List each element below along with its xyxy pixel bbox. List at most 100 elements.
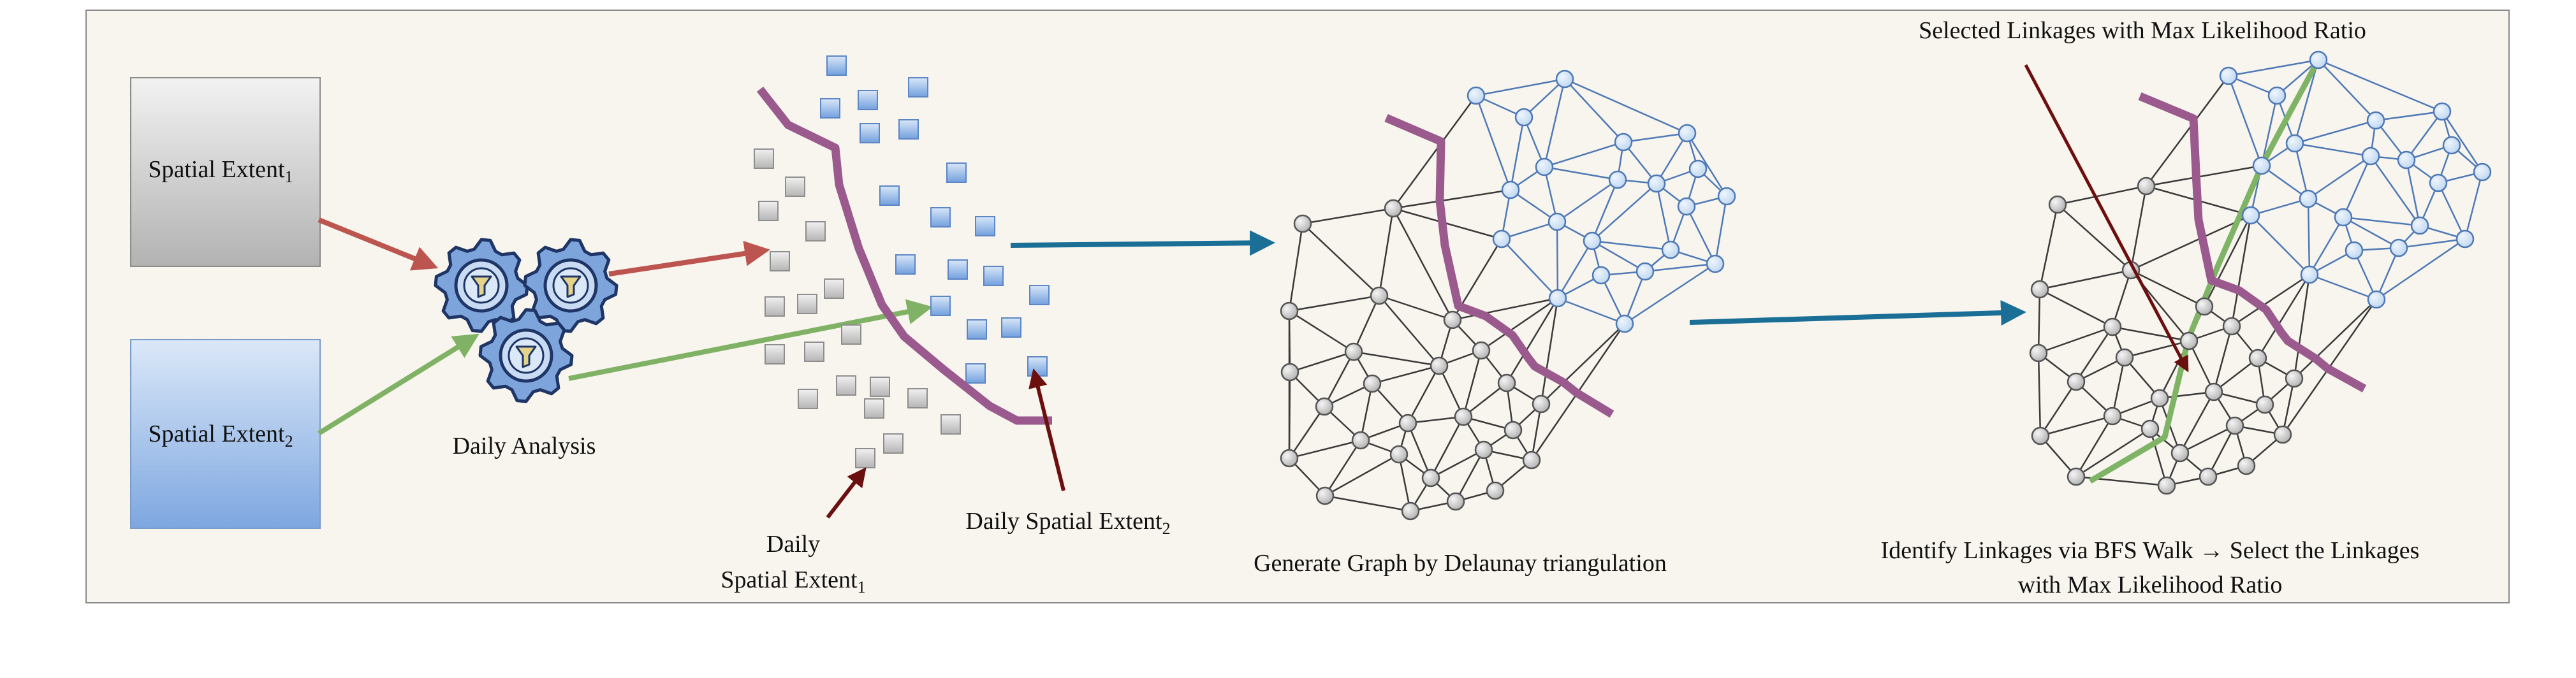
graph-edge [1714, 196, 1728, 264]
graph-node-extent2 [2345, 241, 2364, 260]
daily-extent1-square [765, 296, 785, 317]
daily-extent1-square [758, 201, 779, 221]
graph-edge [1462, 350, 1482, 417]
final-caption: Identify Linkages via BFS Walk → Select … [1881, 537, 2420, 564]
daily-extent1-square [907, 388, 928, 408]
graph-node-extent1 [1486, 481, 1505, 500]
selected-linkages-label: Selected Linkages with Max Likelihood Ra… [1919, 17, 2366, 44]
graph-edge [1392, 95, 1477, 209]
daily-extent2-square [826, 55, 847, 76]
gear-filter-icon [478, 308, 574, 403]
graph-edge [1324, 494, 1411, 512]
daily-extent-squares [754, 55, 1050, 468]
graph-edge [2075, 428, 2151, 478]
daily-extent2-square [879, 185, 900, 206]
graph-edge [2112, 326, 2190, 342]
spatial-extent-2-box [130, 339, 321, 529]
graph-node-extent1 [2273, 425, 2292, 444]
final-graph-with-linkages [2029, 50, 2492, 495]
graph-edge [1686, 133, 1728, 197]
graph-edge [1452, 297, 1558, 321]
graph-edge [1302, 223, 1380, 296]
graph-edge [2260, 95, 2278, 166]
boundary-line [1384, 114, 1614, 418]
graph-node-extent1 [2222, 317, 2241, 336]
delaunay-graph [1280, 69, 1736, 521]
graph-node-extent2 [1717, 187, 1736, 206]
graph-edge [1623, 132, 1688, 143]
graph-node-extent2 [2241, 206, 2260, 225]
graph-node-extent1 [2103, 317, 2122, 336]
arrow-extent2-to-analysis [317, 333, 479, 436]
graph-node-extent1 [1430, 356, 1449, 375]
graph-edge [2057, 204, 2132, 271]
graph-edge [2342, 155, 2372, 218]
graph-node-extent2 [2299, 189, 2318, 208]
graph-edge [1393, 207, 1502, 240]
graph-edge [1544, 166, 1618, 181]
daily-extent2-square [930, 296, 951, 316]
graph-edge [1324, 453, 1400, 497]
graph-edge [1592, 183, 1657, 242]
daily-extent1-square [770, 251, 790, 271]
graph-node-extent1 [2048, 195, 2067, 214]
graph-node-extent1 [1497, 373, 1516, 393]
graph-edge [1407, 415, 1464, 424]
graph-node-extent1 [1454, 407, 1473, 426]
daily-analysis-gears [434, 238, 618, 403]
graph-node-extent2 [1555, 69, 1574, 89]
graph-node-extent1 [2157, 476, 2176, 495]
graph-node-extent1 [1280, 301, 1299, 321]
graph-edge [2250, 198, 2309, 217]
graph-edge [1288, 223, 1304, 312]
graph-edge [2375, 247, 2400, 300]
graph-node-extent2 [1492, 229, 1511, 249]
graph-node-extent2 [1501, 180, 1520, 199]
graph-edge [2294, 142, 2371, 157]
graph-node-extent2 [2429, 173, 2448, 192]
graph-edge [1623, 271, 1646, 324]
graph-edge [1556, 221, 1559, 299]
graph-node-extent1 [2237, 456, 2256, 475]
graph-edge [2405, 111, 2443, 161]
graph-edge [2294, 119, 2376, 145]
daily-extent2-square [898, 119, 919, 140]
graph-edge [1655, 183, 1672, 250]
graph-node-extent1 [1443, 310, 1462, 329]
arrow-daily-extent1-pointer [826, 467, 867, 519]
graph-node-extent2 [2361, 147, 2380, 166]
graph-edge [2441, 111, 2484, 173]
graph-edge [2039, 269, 2132, 291]
graph-node-extent1 [2103, 407, 2122, 426]
graph-edge [2230, 215, 2252, 327]
graph-edge [1289, 439, 1361, 459]
graph-edge [2261, 164, 2309, 200]
graph-edge [2213, 326, 2233, 393]
graph-node-extent1 [2204, 382, 2223, 401]
daily-extent1-square [754, 148, 774, 169]
graph-edge [1379, 295, 1440, 366]
daily-extent2-square [1027, 356, 1048, 377]
graph-caption: Generate Graph by Delaunay triangulation [1254, 550, 1667, 577]
graph-node-extent2 [2389, 238, 2408, 257]
graph-node-extent1 [2170, 444, 2190, 463]
graph-edge [2075, 326, 2114, 382]
graph-node-extent1 [2225, 416, 2244, 435]
graph-edge [1359, 383, 1373, 441]
graph-edge [1540, 323, 1625, 405]
daily-extent-2-label: Daily Spatial Extent2 [965, 508, 1170, 538]
daily-extent1-square [940, 414, 961, 435]
graph-edge [1557, 297, 1625, 325]
graph-edge [2257, 274, 2311, 359]
graph-node-extent1 [1474, 440, 1493, 459]
graph-edge [1644, 263, 1716, 273]
daily-extent2-square [946, 162, 967, 183]
graph-node-extent1 [2029, 343, 2048, 363]
graph-edge [1372, 364, 1440, 385]
graph-edge [2038, 326, 2113, 354]
arrow-selected-linkage-pointer [2024, 64, 2189, 373]
daily-extent1-square [870, 377, 890, 397]
graph-edge [1544, 141, 1624, 168]
graph-edge [2318, 59, 2376, 121]
